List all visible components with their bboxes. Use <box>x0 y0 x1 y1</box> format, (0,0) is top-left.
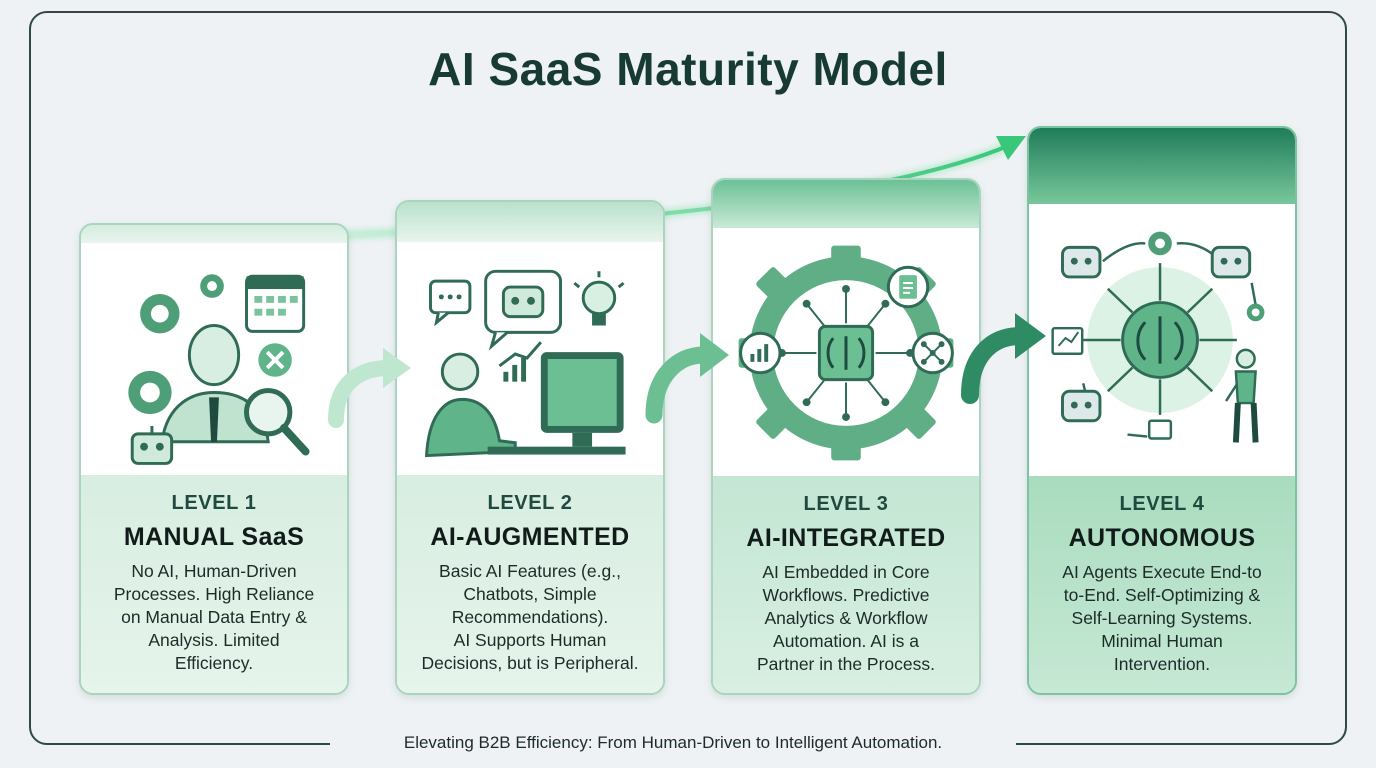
footer-tagline: Elevating B2B Efficiency: From Human-Dri… <box>330 733 1016 753</box>
page-title: AI SaaS Maturity Model <box>428 43 948 95</box>
chart-icon <box>1051 326 1084 356</box>
gear-icon <box>1148 231 1265 322</box>
connector-arrows <box>1081 241 1257 438</box>
person-at-computer-icon <box>424 352 626 458</box>
level-2-description: Basic AI Features (e.g.,Chatbots, Simple… <box>421 561 639 673</box>
chat-bubble-icon <box>429 279 472 327</box>
robot-icon <box>1061 245 1252 423</box>
person-icon <box>160 324 270 444</box>
level-1-illustration <box>81 243 347 475</box>
robot-icon <box>484 269 563 351</box>
level-4-text-panel: LEVEL 4 AUTONOMOUS AI Agents Execute End… <box>1029 476 1295 693</box>
robot-icon <box>130 425 174 465</box>
level-3-header-band <box>713 180 979 228</box>
level-1-label: LEVEL 1 <box>171 492 257 514</box>
level-3-card: LEVEL 3 AI-INTEGRATED AI Embedded in Cor… <box>711 178 981 695</box>
level-3-text-panel: LEVEL 3 AI-INTEGRATED AI Embedded in Cor… <box>713 476 979 693</box>
level-1-name: MANUAL SaaS <box>123 523 305 551</box>
level-4-name: AUTONOMOUS <box>1068 524 1256 552</box>
level-3-illustration <box>713 228 979 476</box>
level-2-header-band <box>397 202 663 242</box>
document-icon <box>886 265 930 309</box>
document-icon <box>1147 419 1173 440</box>
brain-icon <box>1121 301 1199 379</box>
level-4-header-band <box>1029 128 1295 204</box>
level-4-label: LEVEL 4 <box>1119 493 1205 515</box>
level-3-label: LEVEL 3 <box>803 493 889 515</box>
level-2-text-panel: LEVEL 2 AI-AUGMENTED Basic AI Features (… <box>397 475 663 693</box>
chart-icon <box>739 331 782 375</box>
level-2-card: LEVEL 2 AI-AUGMENTED Basic AI Features (… <box>395 200 665 695</box>
level-1-header-band <box>81 225 347 243</box>
level-3-name: AI-INTEGRATED <box>746 524 946 552</box>
level-4-card: LEVEL 4 AUTONOMOUS AI Agents Execute End… <box>1027 126 1297 695</box>
close-icon <box>258 343 292 377</box>
chart-icon <box>498 341 542 382</box>
level-2-illustration <box>397 242 663 475</box>
level-4-illustration <box>1029 204 1295 476</box>
gear-icon <box>128 274 224 415</box>
magnifier-icon <box>244 388 310 456</box>
level-2-name: AI-AUGMENTED <box>430 523 630 551</box>
calendar-icon <box>245 274 306 333</box>
lightbulb-icon <box>573 271 625 326</box>
level-2-label: LEVEL 2 <box>487 492 573 514</box>
network-icon <box>911 331 954 375</box>
person-icon <box>1232 348 1259 443</box>
